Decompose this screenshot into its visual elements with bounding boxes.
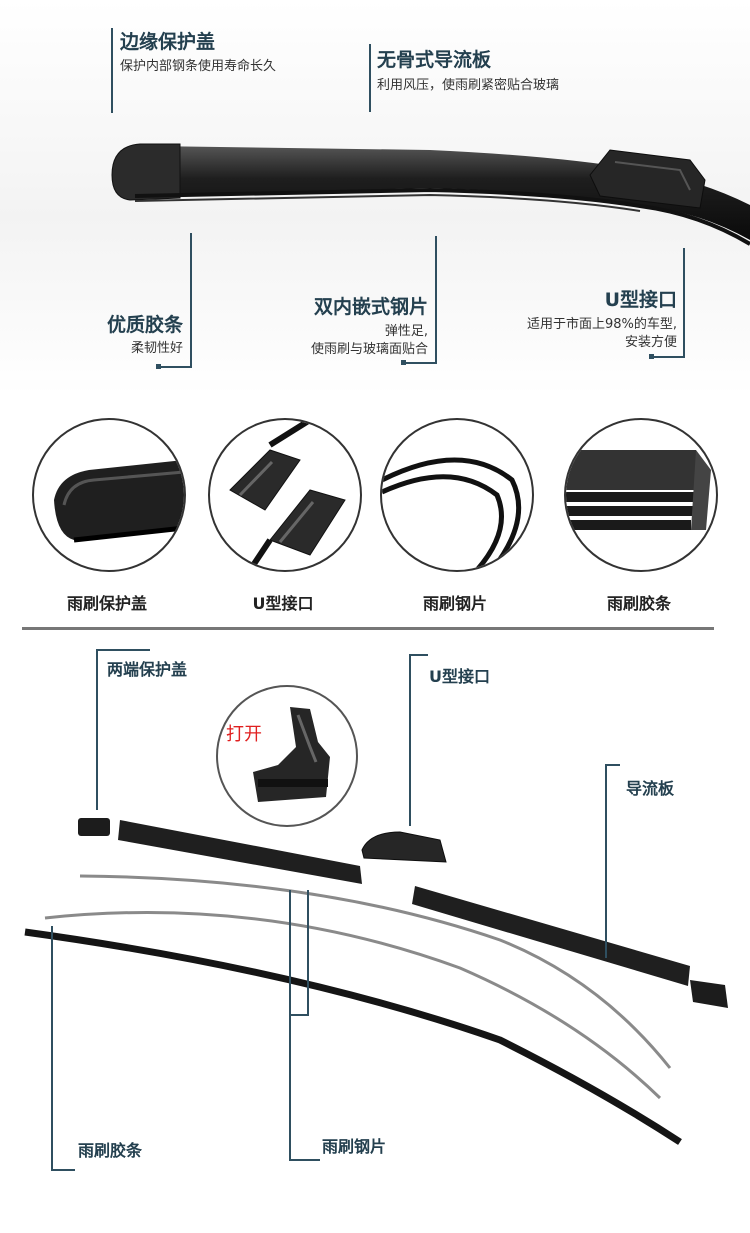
edge-cover-title: 边缘保护盖 — [120, 31, 216, 53]
u-connector-desc-1: 适用于市面上98%的车型, — [526, 317, 677, 332]
open-connector-image — [253, 707, 330, 802]
steel-insert-dot — [401, 360, 406, 365]
caption-steel: 雨刷钢片 — [422, 594, 487, 613]
parts-steel-label: 雨刷钢片 — [322, 1137, 387, 1156]
wiper-blade-illustration — [111, 143, 750, 246]
steel-strip-closeup-image — [382, 457, 522, 570]
end-caps-label: 两端保护盖 — [107, 660, 188, 679]
rubber-strip-desc: 柔韧性好 — [130, 341, 183, 356]
open-label: 打开 — [226, 724, 262, 745]
steel-insert-desc-2: 使雨刷与玻璃面贴合 — [310, 342, 428, 357]
u-connector-title: U型接口 — [604, 289, 677, 311]
detail-circle-rubber — [564, 418, 718, 572]
u-connector-leader — [683, 248, 685, 358]
caption-cover: 雨刷保护盖 — [66, 594, 147, 613]
parts-exploded-diagram — [24, 649, 728, 1171]
steel-insert-leader — [435, 236, 437, 364]
detail-circle-cover — [32, 418, 186, 572]
rubber-strip-dot — [156, 364, 161, 369]
caption-rubber: 雨刷胶条 — [606, 594, 671, 613]
rubber-strip-leader — [190, 233, 192, 368]
steel-insert-desc-1: 弹性足, — [384, 324, 428, 339]
open-connector-circle — [216, 685, 358, 827]
u-connector-closeup-image — [229, 420, 346, 570]
parts-spoiler-label: 导流板 — [626, 779, 675, 798]
detail-circle-u — [208, 418, 362, 572]
rubber-strip-closeup-image — [566, 450, 711, 530]
detail-circle-steel — [380, 418, 534, 572]
edge-cover-desc: 保护内部钢条使用寿命长久 — [120, 59, 277, 74]
spoiler-leader — [369, 44, 371, 112]
caption-u: U型接口 — [252, 594, 314, 613]
steel-insert-title: 双内嵌式钢片 — [313, 296, 428, 318]
rubber-strip-title: 优质胶条 — [106, 314, 183, 336]
spoiler-title: 无骨式导流板 — [377, 49, 492, 71]
u-connector-dot — [649, 354, 654, 359]
parts-rubber-label: 雨刷胶条 — [78, 1141, 143, 1160]
u-connector-desc-2: 安装方便 — [624, 335, 677, 350]
parts-u-connector-label: U型接口 — [429, 667, 490, 686]
u-connector-leader-h — [651, 356, 685, 358]
spoiler-desc: 利用风压，使雨刷紧密贴合玻璃 — [377, 78, 560, 93]
edge-cover-leader — [111, 28, 113, 113]
steel-insert-leader-h — [403, 362, 437, 364]
cover-closeup-image — [54, 460, 184, 543]
rubber-strip-leader-h — [158, 366, 192, 368]
section-divider — [22, 627, 714, 630]
